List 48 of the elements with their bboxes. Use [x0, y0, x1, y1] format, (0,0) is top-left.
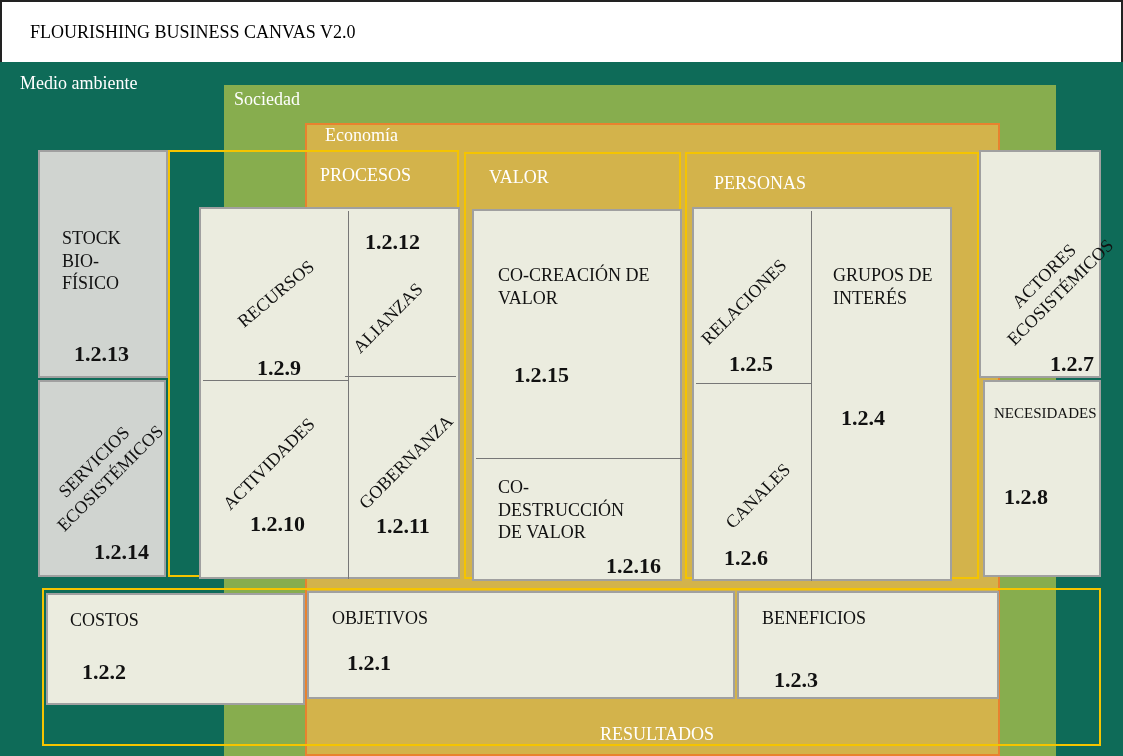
block-number: 1.2.8 — [1004, 483, 1048, 511]
block-number: 1.2.7 — [1050, 350, 1094, 378]
canvas-block — [307, 591, 735, 699]
block-number: 1.2.13 — [74, 340, 129, 368]
section-frame — [168, 150, 459, 577]
section-heading: PROCESOS — [320, 164, 412, 187]
section-heading: PERSONAS — [714, 172, 807, 195]
block-heading: NECESIDADES — [994, 404, 1098, 423]
block-number: 1.2.4 — [841, 404, 885, 432]
canvas-block — [696, 211, 812, 384]
block-number: 1.2.9 — [257, 354, 301, 382]
section-frame — [464, 152, 681, 579]
block-number: 1.2.11 — [376, 512, 430, 540]
section-panel — [692, 207, 952, 581]
section-heading: Medio ambiente — [20, 72, 138, 95]
block-number: 1.2.12 — [365, 228, 420, 256]
block-heading: STOCK BIO-FÍSICO — [62, 227, 122, 295]
block-number: 1.2.2 — [82, 658, 126, 686]
block-number: 1.2.6 — [724, 544, 768, 572]
block-number: 1.2.14 — [94, 538, 149, 566]
section-frame — [685, 152, 979, 579]
block-heading: CO-CREACIÓN DE VALOR — [498, 264, 651, 309]
block-heading: BENEFICIOS — [762, 607, 866, 630]
section-panel — [472, 209, 682, 581]
section-heading: RESULTADOS — [600, 722, 714, 746]
environment-band — [0, 62, 1123, 756]
section-heading: Sociedad — [234, 88, 300, 111]
block-heading: GRUPOS DE INTERÉS — [833, 264, 933, 309]
block-number: 1.2.16 — [606, 552, 661, 580]
title: FLOURISHING BUSINESS CANVAS V2.0 — [30, 22, 356, 43]
block-heading: CO-DESTRUCCIÓN DE VALOR — [498, 476, 625, 544]
block-heading: OBJETIVOS — [332, 607, 428, 630]
section-heading: VALOR — [489, 166, 549, 189]
block-number: 1.2.5 — [729, 350, 773, 378]
block-number: 1.2.10 — [250, 511, 305, 538]
block-number: 1.2.1 — [347, 649, 391, 677]
canvas-block — [38, 150, 168, 378]
block-number: 1.2.15 — [514, 361, 569, 389]
block-heading: COSTOS — [70, 609, 139, 632]
section-panel — [199, 207, 460, 579]
canvas-block — [737, 591, 999, 699]
section-frame — [42, 588, 1101, 746]
canvas-block — [38, 380, 166, 577]
canvas-block — [983, 380, 1101, 577]
canvas-block — [203, 211, 349, 381]
block-number: 1.2.3 — [774, 666, 818, 694]
section-heading: Economía — [325, 124, 398, 147]
canvas-block — [46, 593, 305, 705]
